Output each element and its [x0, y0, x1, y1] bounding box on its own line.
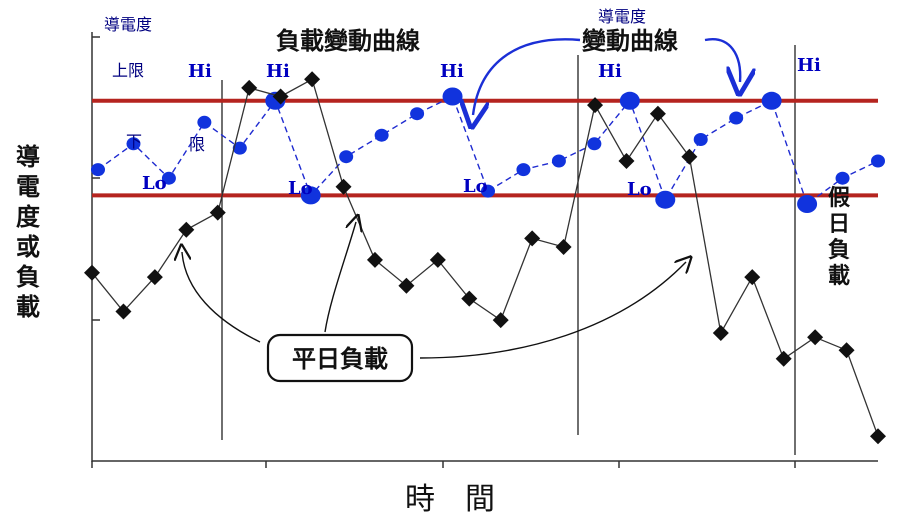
conductivity-point: [126, 137, 141, 151]
lo-label-1: Lo: [142, 173, 167, 194]
lo-label-4: Lo: [627, 179, 652, 200]
hi-label-3: Hi: [440, 61, 464, 82]
load-point: [555, 239, 572, 255]
conductivity-point: [161, 171, 176, 185]
hi-label-4: Hi: [598, 61, 622, 82]
conductivity-point: [871, 154, 885, 168]
load-series: [84, 71, 886, 445]
hi-lo-labels: Hi Hi Hi Hi Hi Lo Lo Lo Lo: [142, 55, 821, 200]
load-point: [524, 230, 541, 247]
lo-label-2: Lo: [288, 178, 313, 199]
load-point: [335, 178, 352, 195]
load-point: [398, 277, 415, 294]
blue-arrow-right: [704, 38, 740, 82]
lower-limit-label-part2: 限: [189, 135, 205, 154]
load-point: [178, 221, 195, 238]
conductivity-point: [835, 171, 850, 185]
conductivity-point: [481, 184, 495, 198]
load-point: [649, 105, 666, 122]
conductivity-label-right: 導電度: [598, 7, 646, 26]
hi-label-5: Hi: [797, 55, 821, 76]
weekday-load-box: [266, 333, 414, 383]
conductivity-point: [197, 115, 212, 129]
load-point: [272, 88, 289, 105]
conductivity-point: [619, 91, 640, 110]
conductivity-point: [797, 195, 818, 213]
load-point: [429, 251, 446, 268]
weekday-load-label: 平日負載: [292, 345, 388, 373]
load-point: [115, 303, 132, 320]
conductivity-label-left: 導電度: [104, 15, 152, 34]
conductivity-point: [339, 150, 354, 164]
load-point: [681, 148, 698, 165]
y-axis-label: 導電度或負載: [16, 143, 41, 321]
conductivity-point: [761, 91, 782, 110]
load-point: [461, 290, 478, 307]
x-axis-label: 時 間: [405, 482, 495, 517]
conductivity-point: [300, 186, 321, 205]
conductivity-point: [729, 111, 744, 125]
load-point: [712, 325, 729, 341]
conductivity-point: [655, 190, 676, 209]
load-point: [492, 312, 509, 329]
arrow-to-weekday-1: [182, 252, 261, 343]
hi-label-1: Hi: [188, 61, 212, 82]
conductivity-point: [516, 163, 531, 177]
hi-label-2: Hi: [266, 61, 290, 82]
lower-limit-label-part1: 下: [126, 132, 142, 151]
conductivity-point: [587, 137, 602, 151]
load-point: [838, 342, 855, 359]
load-line: [91, 78, 879, 437]
blue-arrow-left: [473, 38, 581, 115]
day-dividers: [221, 45, 796, 455]
conductivity-point: [551, 154, 566, 168]
svg-text:假日負載: 假日負載: [828, 186, 850, 289]
conductivity-line: [97, 95, 879, 206]
svg-text:導電度或負載: 導電度或負載: [16, 143, 41, 321]
conductivity-point: [374, 128, 389, 142]
load-point: [366, 251, 383, 268]
chart-title: 負載變動曲線: [276, 27, 420, 55]
arrow-to-weekday-3: [419, 262, 686, 359]
y-ticks: [92, 36, 100, 321]
load-point: [744, 269, 761, 286]
load-point: [304, 71, 321, 88]
load-point: [84, 264, 100, 281]
lo-label-3: Lo: [463, 176, 488, 197]
load-point: [146, 269, 163, 286]
load-point: [241, 79, 258, 96]
holiday-load-label: 假日負載: [828, 186, 850, 289]
x-ticks: [91, 461, 796, 468]
load-point: [870, 428, 886, 445]
load-point: [587, 97, 604, 114]
load-point: [209, 204, 226, 221]
arrow-to-weekday-2: [324, 222, 356, 333]
conductivity-point: [232, 141, 247, 155]
chart-title-2: 變動曲線: [582, 27, 678, 55]
load-point: [775, 350, 792, 367]
conductivity-point: [91, 163, 105, 177]
conductivity-point: [410, 107, 425, 121]
upper-limit-label: 上限: [112, 61, 144, 80]
load-point: [807, 329, 824, 346]
conductivity-point: [442, 87, 463, 106]
conductivity-point: [693, 133, 708, 146]
load-point: [618, 153, 635, 169]
